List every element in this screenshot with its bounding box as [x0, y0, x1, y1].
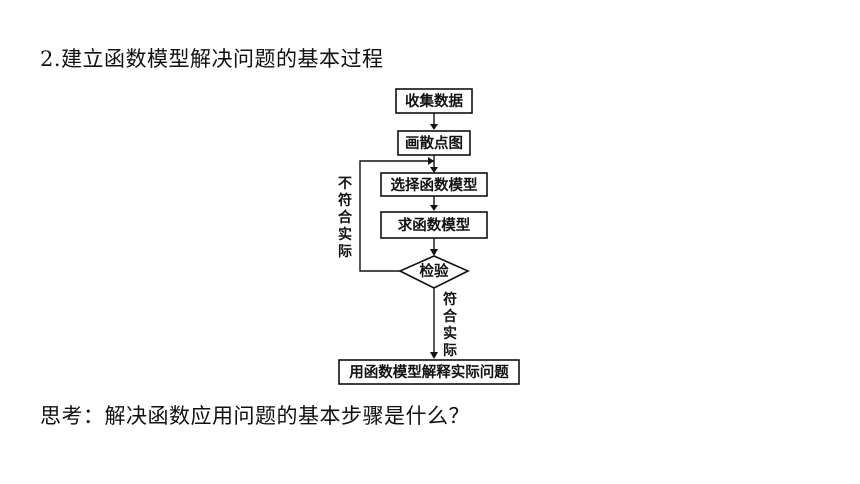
edge-label-fit-char: 际 [443, 343, 457, 359]
edge-label-not-fit-char: 际 [338, 244, 352, 260]
node-find-model-label: 求函数模型 [398, 216, 471, 234]
edge-label-fit-char: 实 [443, 325, 457, 342]
edge-label-not-fit-char: 符 [337, 192, 352, 209]
arrow-head-choose-to-find [430, 205, 438, 211]
edge-label-fit-char: 符 [442, 291, 457, 308]
node-scatter-plot-label: 画散点图 [405, 134, 463, 152]
edge-label-not-fit-char: 合 [338, 209, 353, 226]
arrow-head-check-to-apply [430, 352, 438, 359]
node-find-model [380, 211, 488, 239]
node-choose-model-label: 选择函数模型 [391, 176, 478, 194]
node-check-diamond [398, 255, 470, 289]
edge-label-not-fit: 不 符 合 实 际 [337, 176, 353, 260]
edge-label-fit-char: 合 [443, 308, 458, 325]
node-collect-data-label: 收集数据 [405, 92, 463, 110]
node-choose-model [380, 172, 488, 197]
edge-label-not-fit-char: 实 [338, 226, 352, 243]
node-check-label: 检验 [420, 262, 449, 280]
arrow-head-scatter-to-choose [430, 167, 438, 173]
node-apply-model-label: 用函数模型解释实际问题 [349, 363, 509, 381]
node-collect-data [395, 88, 473, 114]
edge-label-fit: 符 合 实 际 [442, 291, 458, 359]
node-apply-model [338, 359, 520, 385]
edge-label-not-fit-char: 不 [338, 176, 352, 192]
connector-feedback-loop [359, 160, 434, 272]
section-heading: 2.建立函数模型解决问题的基本过程 [40, 47, 384, 71]
thinking-question: 思考：解决函数应用问题的基本步骤是什么？ [40, 404, 470, 428]
arrow-head-feedback-loop [428, 157, 434, 165]
arrow-head-collect-to-scatter [430, 124, 438, 130]
node-scatter-plot [397, 130, 471, 156]
arrow-head-find-to-check [430, 249, 438, 256]
